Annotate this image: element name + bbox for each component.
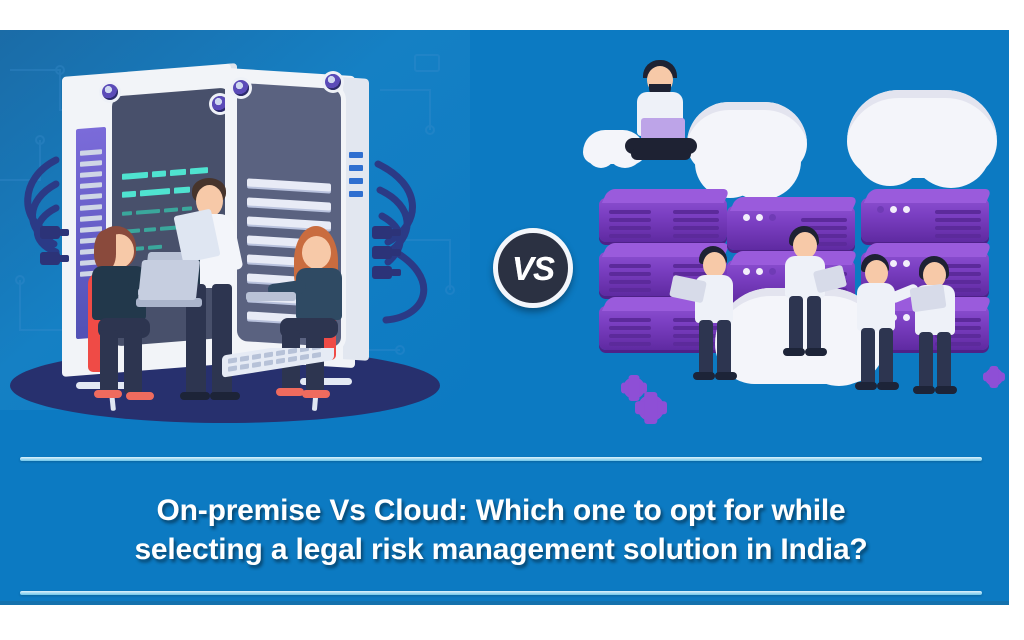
gear-icon	[635, 392, 667, 424]
cloud-medium-icon	[687, 102, 807, 200]
cloud-large-icon	[847, 90, 997, 188]
cable-plug-icon	[40, 226, 69, 239]
keyboard-icon	[222, 348, 334, 378]
cloud-illustration	[575, 30, 1009, 424]
divider-bottom	[20, 591, 982, 595]
laptop-icon	[136, 298, 202, 307]
rack-knob-icon	[233, 80, 249, 96]
gear-icon	[983, 366, 1005, 388]
cable-plug-icon	[40, 252, 69, 265]
divider-top	[20, 457, 982, 461]
server-rack-left	[62, 63, 237, 377]
cable-plug-icon	[372, 266, 401, 279]
rack-knob-icon	[102, 84, 118, 100]
laptop-screen	[137, 260, 201, 300]
rack-knob-icon	[325, 74, 341, 90]
cable-plug-icon	[372, 246, 401, 259]
versus-label: VS	[511, 249, 555, 287]
rack-knob-icon	[212, 96, 228, 112]
blue-panel: VS	[0, 30, 1009, 605]
on-premise-illustration	[0, 30, 470, 423]
cable-plug-icon	[372, 226, 401, 239]
page-title: On-premise Vs Cloud: Which one to opt fo…	[20, 491, 982, 569]
versus-badge: VS	[493, 228, 573, 308]
server-rack-right	[225, 67, 369, 372]
title-line-2: selecting a legal risk management soluti…	[134, 533, 868, 567]
chair-base	[300, 378, 352, 385]
title-line-1: On-premise Vs Cloud: Which one to opt fo…	[156, 494, 846, 528]
